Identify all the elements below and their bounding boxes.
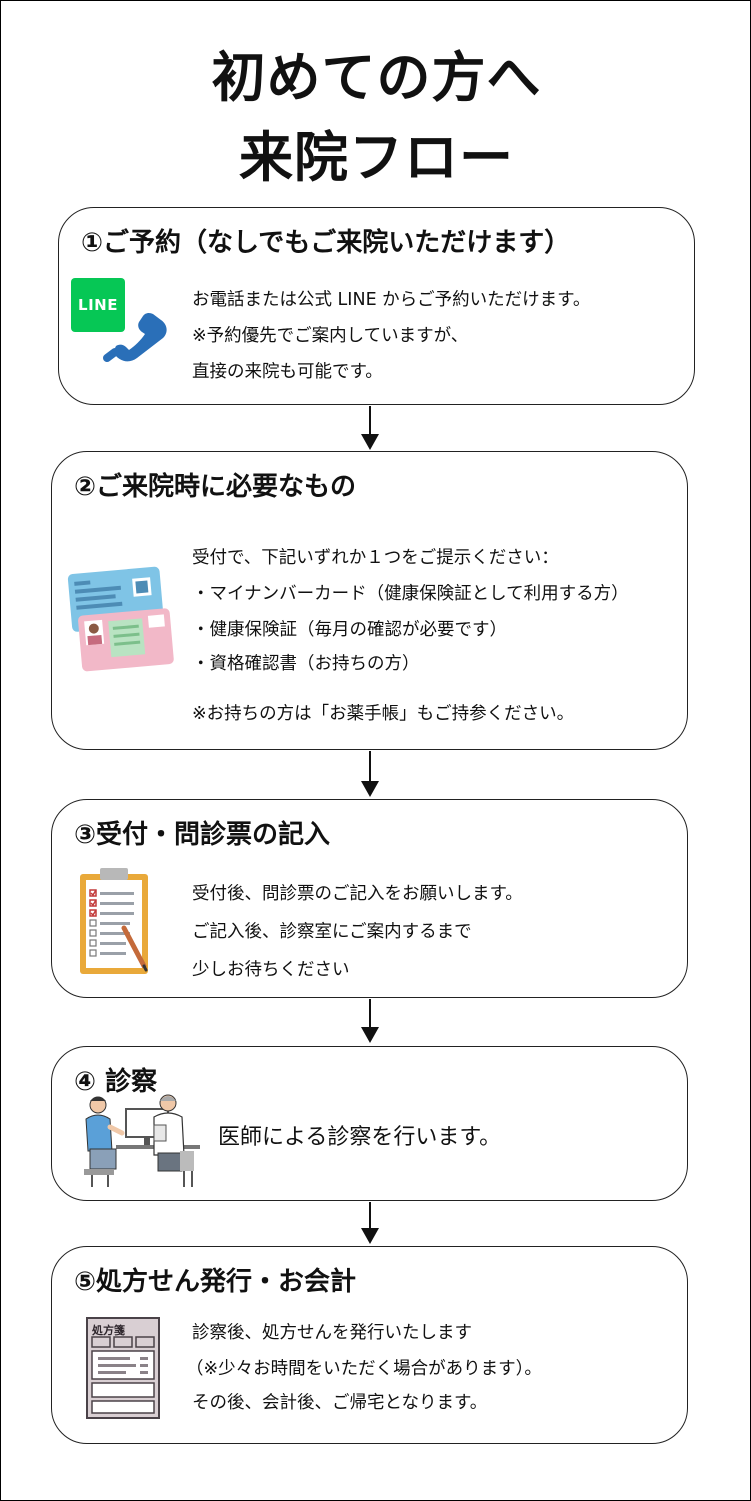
step-2-text-line: ・マイナンバーカード（健康保険証として利用する方）: [192, 584, 629, 604]
flow-arrow-head: [361, 434, 379, 450]
step-2-note: ※お持ちの方は「お薬手帳」もご持参ください。: [192, 704, 575, 724]
step-5-text-line: （※少々お時間をいただく場合があります）。: [186, 1359, 542, 1379]
step-4-heading: ④ 診察: [74, 1067, 158, 1097]
doctor-consultation-icon: [84, 1094, 200, 1187]
prescription-label: 処方箋: [92, 1324, 125, 1337]
flow-arrow: [369, 999, 371, 1029]
phone-icon: [103, 312, 167, 362]
step-5-prescription-payment: ⑤処方せん発行・お会計 処方箋 診察後、処方せんを発行いたします （※少々お時間…: [51, 1246, 688, 1444]
step-5-text-line: その後、会計後、ご帰宅となります。: [192, 1393, 488, 1413]
flow-arrow-head: [361, 781, 379, 797]
step-3-heading: ③受付・問診票の記入: [74, 820, 331, 850]
step-3-text-line: 受付後、問診票のご記入をお願いします。: [192, 884, 523, 904]
page-title-line1: 初めての方へ: [211, 46, 542, 109]
step-5-heading: ⑤処方せん発行・お会計: [74, 1267, 357, 1297]
step-1-text-line: お電話または公式 LINE からご予約いただけます。: [192, 290, 591, 310]
flow-arrow: [369, 1202, 371, 1230]
step-2-heading: ②ご来院時に必要なもの: [74, 472, 357, 502]
step-1-reservation: ①ご予約（なしでもご来院いただけます） LINE お電話または公式 LINE か…: [58, 207, 695, 405]
step-3-text-line: 少しお待ちください: [192, 960, 350, 980]
step-1-text-line: 直接の来院も可能です。: [192, 362, 383, 382]
step-1-text-line: ※予約優先でご案内していますが、: [192, 326, 469, 346]
step-3-text-line: ご記入後、診察室にご案内するまで: [192, 922, 472, 942]
page-title-line2: 来院フロー: [239, 126, 514, 189]
step-2-text-line: ・健康保険証（毎月の確認が必要です）: [192, 620, 507, 640]
id-cards-icon: [67, 566, 174, 672]
step-2-text-line: 受付で、下記いずれか１つをご提示ください：: [192, 548, 559, 568]
flow-arrow-head: [361, 1228, 379, 1244]
step-1-heading: ①ご予約（なしでもご来院いただけます）: [81, 228, 571, 258]
flow-arrow: [369, 751, 371, 783]
step-3-reception: ③受付・問診票の記入 受付後、問診票のご記入をお願いしま: [51, 799, 688, 998]
step-5-text-line: 診察後、処方せんを発行いたします: [192, 1323, 472, 1343]
flow-arrow: [369, 406, 371, 436]
clipboard-icon: [80, 868, 148, 974]
step-4-consultation: ④ 診察 医師による診察を行います。: [51, 1046, 688, 1201]
prescription-icon: 処方箋: [86, 1317, 160, 1419]
line-logo-icon: LINE: [71, 278, 125, 332]
flow-arrow-head: [361, 1027, 379, 1043]
step-4-text-line: 医師による診察を行います。: [218, 1125, 502, 1150]
step-2-text-line: ・資格確認書（お持ちの方）: [192, 654, 420, 674]
step-2-required-items: ②ご来院時に必要なもの 受付: [51, 451, 688, 750]
